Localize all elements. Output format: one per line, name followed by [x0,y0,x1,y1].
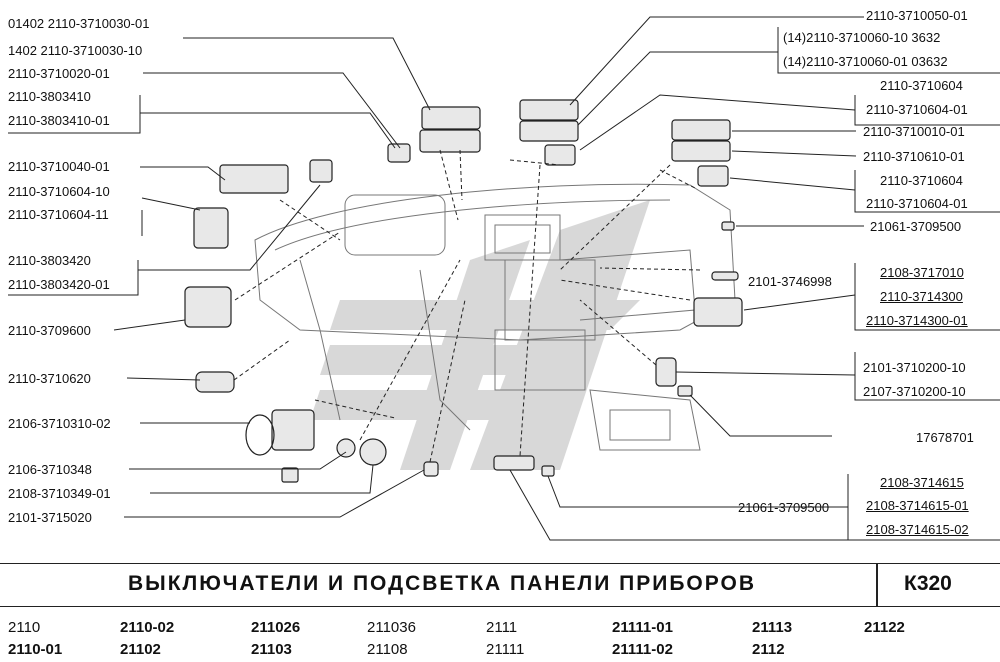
part-label: 01402 2110-3710030-01 [8,16,150,31]
part-label: 2110-3714300 [880,289,963,304]
part-label: 2108-3710349-01 [8,486,111,501]
part-label: 2110-3710604-01 [866,102,968,117]
divider [876,564,878,606]
model-label: 21102 [120,641,161,658]
part-label: 2110-3710604 [880,78,963,93]
part-label: 2110-3710604 [880,173,963,188]
part-label: 2110-3709600 [8,323,91,338]
part-label: 2101-3715020 [8,510,92,525]
part-label: 2108-3714615-01 [866,498,969,513]
model-label: 21103 [251,641,292,658]
model-label: 21111-02 [612,641,673,658]
model-label: 2112 [752,641,785,658]
part-label: 2110-3803410-01 [8,113,110,128]
part-label: 2110-3710020-01 [8,66,110,81]
part-label: 2110-3710050-01 [866,8,968,23]
part-label: 2110-3710610-01 [863,149,965,164]
page-title: ВЫКЛЮЧАТЕЛИ И ПОДСВЕТКА ПАНЕЛИ ПРИБОРОВ [128,572,756,595]
model-label: 2111 [486,619,518,636]
model-label: 21111 [486,641,525,658]
part-label: 21061-3709500 [738,500,830,515]
model-label: 2110-02 [120,619,175,636]
part-label: 2110-3714300-01 [866,313,968,328]
part-label: (14)2110-3710060-01 03632 [783,54,948,69]
model-label: 211026 [251,619,301,636]
title-bar: ВЫКЛЮЧАТЕЛИ И ПОДСВЕТКА ПАНЕЛИ ПРИБОРОВ … [0,563,1000,607]
part-label: 2106-3710310-02 [8,416,111,431]
part-label: 2107-3710200-10 [863,384,966,399]
part-label: 2110-3803420-01 [8,277,110,292]
part-label: 2108-3714615-02 [866,522,969,537]
model-label: 2110-01 [8,641,63,658]
part-label: 2110-3710604-11 [8,207,109,222]
part-label: 2110-3710040-01 [8,159,110,174]
model-label: 21122 [864,619,905,636]
parts [184,99,743,483]
model-label: 21111-01 [612,619,673,636]
model-label: 2110 [8,619,41,636]
page-code: К320 [904,572,952,595]
part-label: 2110-3710620 [8,371,91,386]
part-label: 1402 2110-3710030-10 [8,43,143,58]
part-label: 2110-3710010-01 [863,124,965,139]
leader-lines [8,16,1000,541]
part-label: 2110-3803420 [8,253,91,268]
part-label: 2101-3746998 [748,274,832,289]
part-label: 21061-3709500 [870,219,962,234]
part-label: 2110-3710604-01 [866,196,968,211]
model-label: 21108 [367,641,408,658]
part-label: 17678701 [916,430,974,445]
model-label: 21113 [752,619,793,636]
part-label: 2108-3714615 [880,475,964,490]
part-label: 2110-3710604-10 [8,184,110,199]
model-label: 211036 [367,619,416,636]
part-label: (14)2110-3710060-10 3632 [783,30,941,45]
part-label: 2108-3717010 [880,265,964,280]
dashboard-outline [254,183,736,451]
dashed-pointers [233,149,701,463]
part-label: 2101-3710200-10 [863,360,966,375]
part-label: 2110-3803410 [8,89,91,104]
part-label: 2106-3710348 [8,462,92,477]
